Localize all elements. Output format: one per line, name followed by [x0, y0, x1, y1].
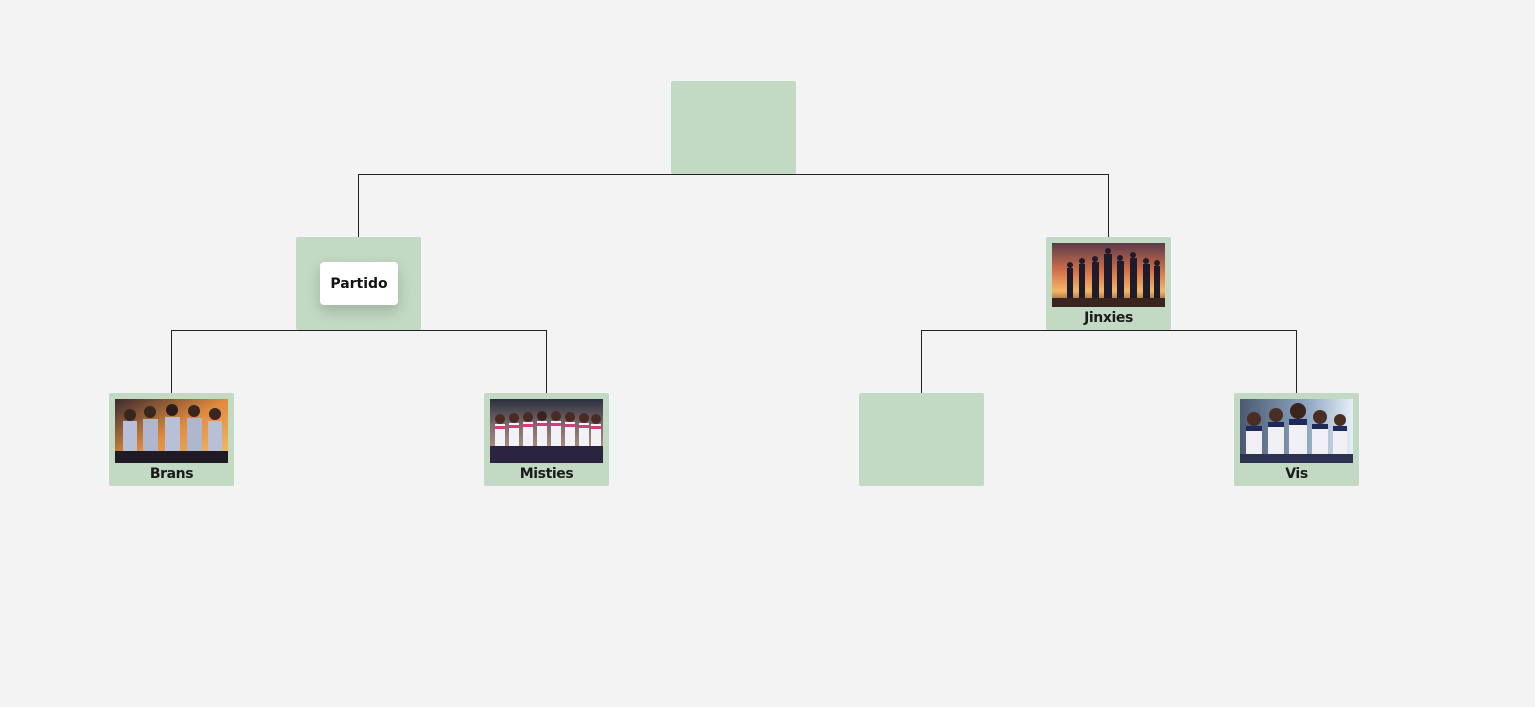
quarterfinal-slot-3[interactable]: [859, 393, 984, 486]
semifinal-right-slot[interactable]: Jinxies: [1046, 237, 1171, 330]
left-semifinal-connector: [171, 330, 547, 393]
team-name: Jinxies: [1084, 310, 1133, 326]
match-button[interactable]: Partido: [320, 262, 398, 305]
right-semifinal-connector: [921, 330, 1297, 393]
team-name: Brans: [149, 466, 194, 482]
quarterfinal-slot-1[interactable]: Brans: [109, 393, 234, 486]
team-photo: [115, 399, 228, 463]
semifinal-left-slot: Partido: [296, 237, 421, 330]
team-photo: [490, 399, 603, 463]
team-photo: [1052, 243, 1165, 307]
team-name: Misties: [519, 466, 574, 482]
team-name: Vis: [1285, 466, 1308, 482]
final-slot[interactable]: [671, 81, 796, 174]
final-connector: [358, 174, 1109, 237]
team-photo: [1240, 399, 1353, 463]
quarterfinal-slot-4[interactable]: Vis: [1234, 393, 1359, 486]
quarterfinal-slot-2[interactable]: Misties: [484, 393, 609, 486]
